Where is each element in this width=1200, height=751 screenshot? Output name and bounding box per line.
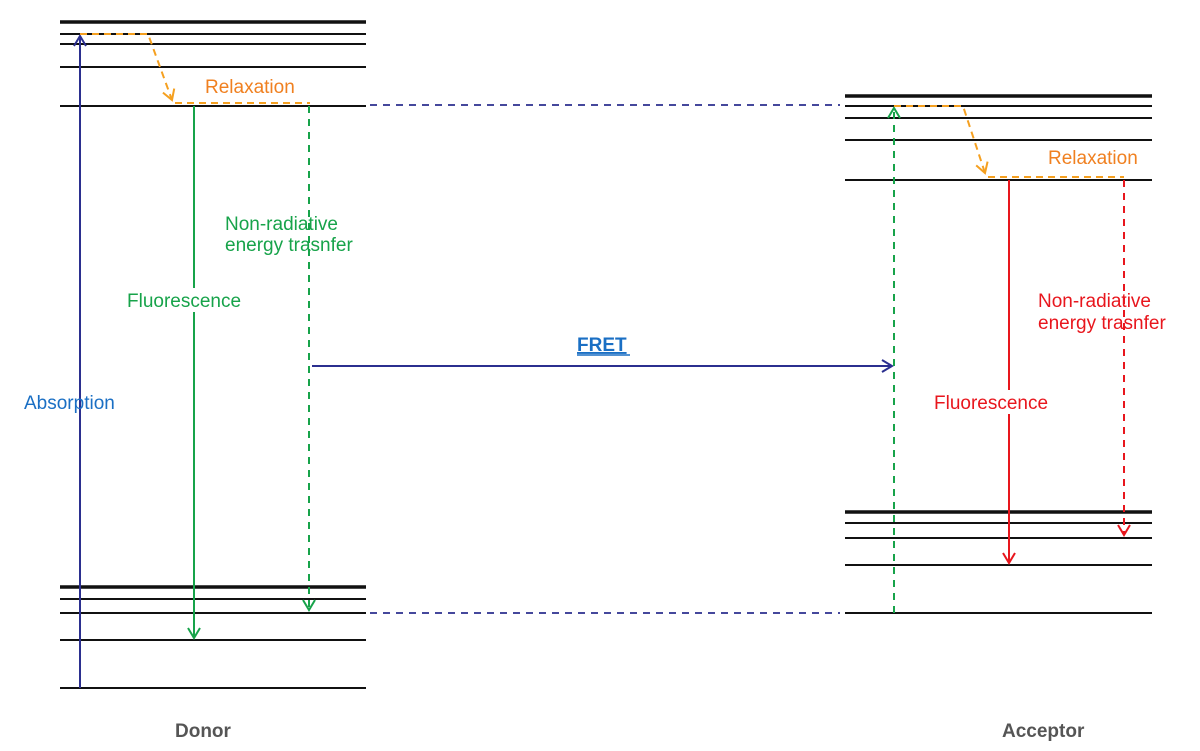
acceptor-nonradiative-label-line1: Non-radiative	[1038, 291, 1151, 312]
donor-nonradiative-label-line2: energy trasnfer	[225, 235, 353, 256]
absorption-label: Absorption	[24, 393, 115, 414]
donor-relaxation-label: Relaxation	[205, 77, 295, 98]
donor-relaxation-path	[80, 33, 176, 102]
donor-fluorescence-label: Fluorescence	[127, 291, 241, 312]
fret-label: FRET	[577, 335, 627, 356]
acceptor-nonradiative-label-line2: energy trasnfer	[1038, 313, 1166, 334]
donor-title: Donor	[175, 721, 232, 742]
acceptor-ground-levels	[845, 510, 1152, 614]
acceptor-relaxation-label: Relaxation	[1048, 148, 1138, 169]
acceptor-title: Acceptor	[1002, 721, 1085, 742]
donor-nonradiative-label-line1: Non-radiative	[225, 214, 338, 235]
acceptor-fluorescence-label: Fluorescence	[934, 393, 1048, 414]
donor-ground-levels	[60, 585, 366, 689]
